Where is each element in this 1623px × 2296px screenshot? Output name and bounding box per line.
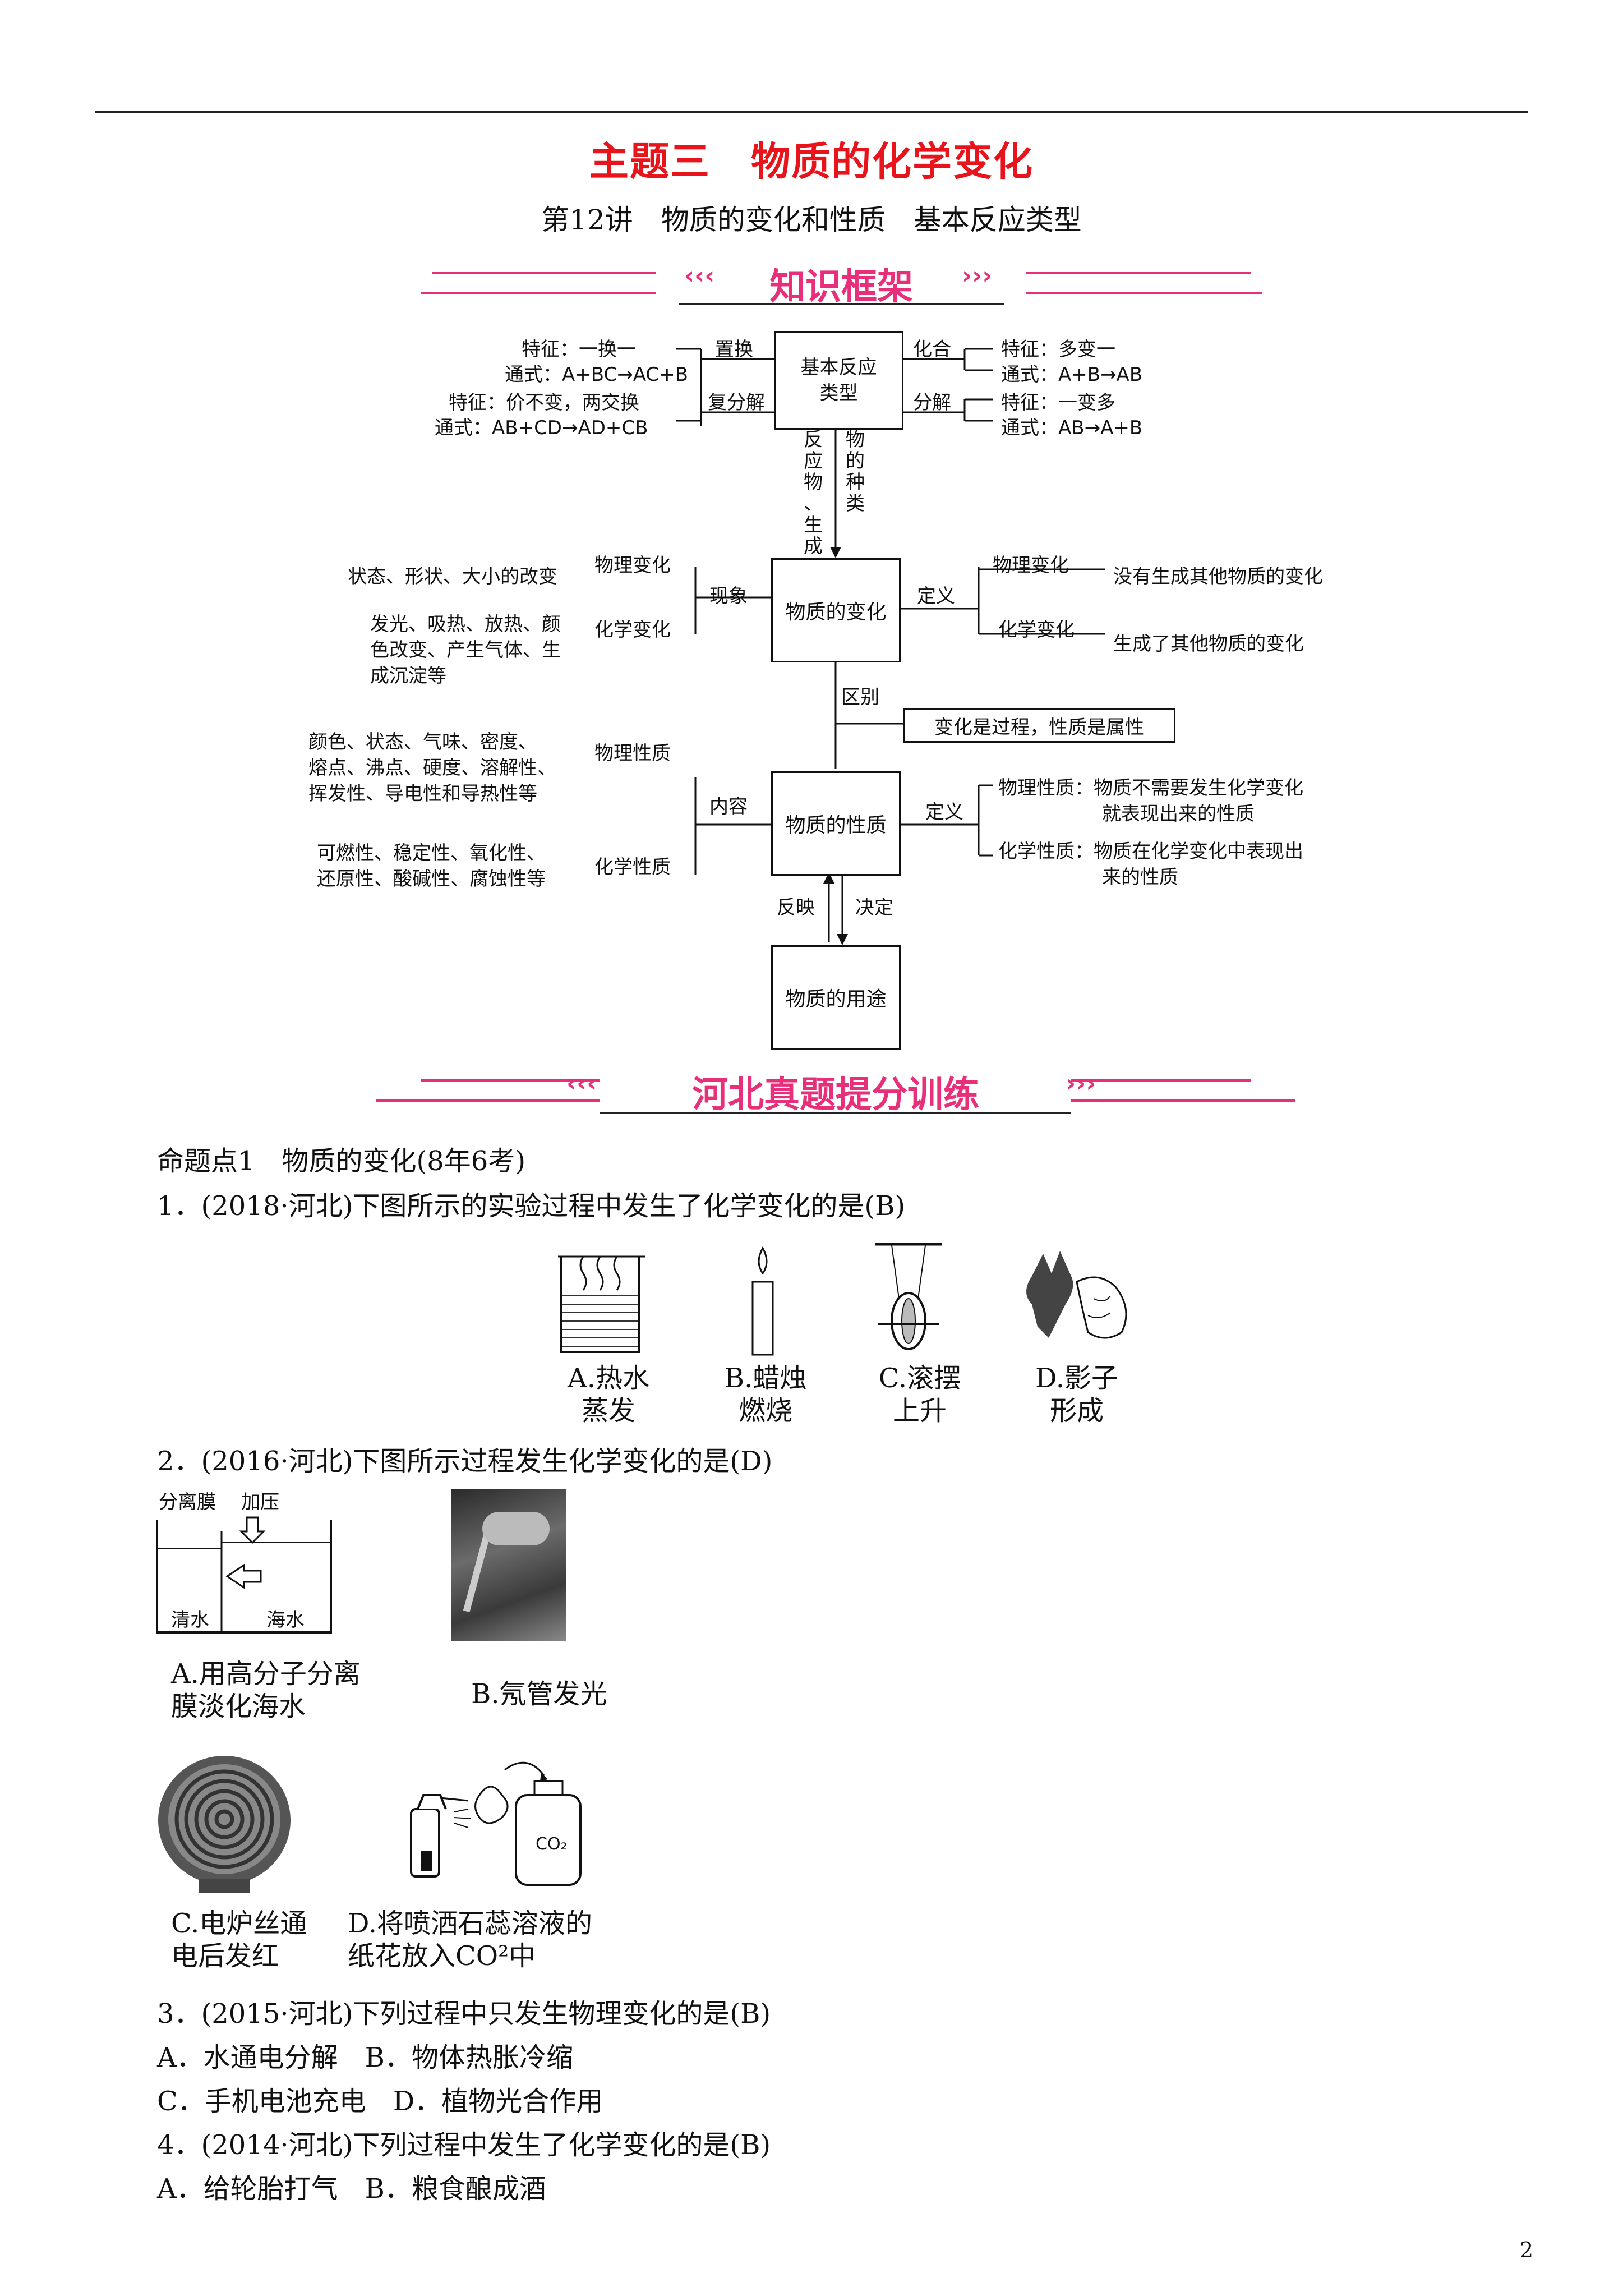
shadow-hand-icon xyxy=(1026,1251,1127,1339)
candle-icon xyxy=(751,1246,774,1356)
material-property-box: 物质的性质 xyxy=(771,771,901,876)
co2-bottle-figure: CO₂ xyxy=(401,1756,603,1890)
question-4: 4．(2014·河北)下列过程中发生了化学变化的是(B) xyxy=(157,2129,771,2161)
membrane-figure: 分离膜 加压 清水 海水 xyxy=(154,1487,339,1638)
material-change-box: 物质的变化 xyxy=(771,558,901,662)
rolling-pendulum-icon xyxy=(875,1243,942,1350)
topic-heading: 命题点1 物质的变化(8年6考) xyxy=(157,1145,526,1177)
knowledge-diagram-lines xyxy=(676,348,1105,945)
neon-tube-photo xyxy=(451,1489,566,1641)
knowledge-banner-title: 知识框架 xyxy=(769,266,913,308)
knowledge-banner: ‹‹‹ 知识框架 ››› xyxy=(421,258,1262,309)
question-2: 2．(2016·河北)下图所示过程发生化学变化的是(D) xyxy=(157,1446,773,1477)
question-3: 3．(2015·河北)下列过程中只发生物理变化的是(B) xyxy=(157,1998,771,2030)
page-number: 2 xyxy=(1519,2238,1533,2262)
training-banner-title: 河北真题提分训练 xyxy=(692,1074,979,1116)
top-rule xyxy=(95,111,1528,113)
difference-box: 变化是过程，性质是属性 xyxy=(903,708,1175,743)
material-use-box: 物质的用途 xyxy=(771,945,901,1050)
vertical-label-reactants: 反应物、生成 xyxy=(804,429,823,558)
question-1: 1．(2018·河北)下图所示的实验过程中发生了化学变化的是(B) xyxy=(157,1190,906,1222)
lecture-subtitle: 第12讲 物质的变化和性质 基本反应类型 xyxy=(541,204,1082,236)
co2-label: CO₂ xyxy=(536,1834,568,1854)
vertical-label-species: 物的种类 xyxy=(846,429,865,515)
page-title: 主题三 物质的化学变化 xyxy=(589,138,1034,185)
basic-reaction-type-box: 基本反应类型 xyxy=(774,331,903,430)
beaker-icon xyxy=(558,1255,645,1353)
electric-stove-icon xyxy=(158,1756,291,1893)
training-banner: ‹‹‹ 河北真题提分训练 ››› xyxy=(376,1066,1307,1116)
